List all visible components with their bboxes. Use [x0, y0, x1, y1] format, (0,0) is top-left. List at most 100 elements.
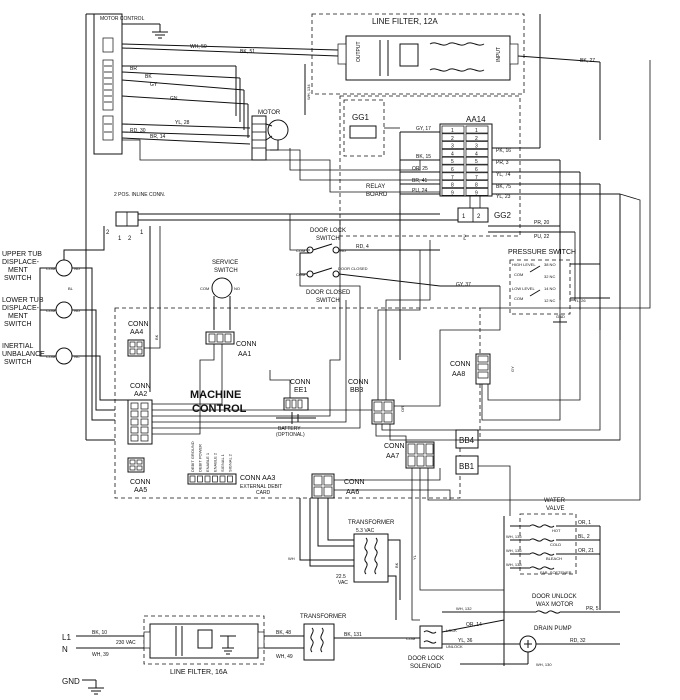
relay-row-label-right: 7	[475, 175, 478, 181]
relay-pin-left	[441, 133, 465, 142]
wire-label-vert-4: GY	[510, 366, 515, 372]
wire-rd4: RD, 4	[356, 244, 369, 250]
high-level-label: HIGH LEVEL	[512, 262, 536, 267]
gg2-label: GG2	[494, 211, 511, 220]
wire-pk16: PK, 16	[496, 148, 511, 154]
debit-pin	[212, 475, 218, 483]
aa2-pin	[130, 402, 139, 410]
door-closed-switch-label-2: SWITCH	[316, 298, 340, 304]
wire-bk75: BK, 75	[496, 184, 511, 190]
wire-bk51: BK, 51	[240, 49, 255, 55]
relay-row-label: 2	[451, 136, 454, 142]
conn-aa7-label-1: CONN	[384, 443, 405, 450]
aa2-pin	[130, 410, 139, 418]
relay-row-label-right: 8	[475, 183, 478, 189]
wire-label-vert-1: PU	[462, 234, 467, 240]
relay-row-label-right: 6	[475, 167, 478, 173]
water-valve-label-1: WATER	[544, 498, 566, 504]
door-lock-switch-label-1: DOOR LOCK	[310, 228, 346, 234]
door-lock-com: COM	[296, 248, 305, 253]
inertial-label-3: SWITCH	[4, 359, 32, 366]
door-lock-solenoid: LOCK UNLOCK COM DOOR LOCK SOLENOID	[406, 625, 463, 670]
conn-aa6-label-2: AA6	[346, 489, 359, 496]
ll-no: 14 NO	[544, 286, 556, 291]
mains-input: L1 N BK, 10 WH, 39 230 VAC	[62, 630, 144, 658]
wire-wh134: WH, 134	[306, 84, 311, 100]
gg1: GG1	[343, 99, 385, 157]
conn-ee1-label-1: CONN	[290, 379, 311, 386]
relay-row-label-right: 3	[475, 144, 478, 150]
relay-row-label-right: 2	[475, 136, 478, 142]
wire-gy: GY	[150, 82, 158, 88]
transformer-main: TRANSFORMER 5.3 VAC 22.5 VAC	[336, 520, 395, 586]
aa2-pin	[130, 434, 139, 442]
ground-symbol-top	[122, 23, 168, 39]
relay-row-label: 4	[451, 151, 454, 157]
solenoid-unlock: UNLOCK	[446, 644, 463, 649]
output-label: OUTPUT	[356, 41, 362, 62]
external-debit-label-2: CARD	[256, 490, 271, 496]
relay-row-label: 7	[451, 175, 454, 181]
wire-or1: OR, 1	[578, 520, 591, 526]
relay-pin-left	[441, 188, 465, 196]
conn-aa5-label-2: AA5	[134, 487, 147, 494]
upper-tub-switch: UPPER TUB DISPLACE- MENT SWITCH COM NO	[2, 251, 80, 282]
wire-label-vert-5: BK	[154, 334, 159, 340]
wire-label-vert-2: OR	[400, 406, 405, 412]
gg2-pin-2: 2	[477, 214, 481, 220]
debit-pin-label: SIGNAL 1	[220, 453, 225, 472]
vac-225-label-2: VAC	[338, 580, 348, 586]
wire-pu22: PU, 22	[534, 234, 550, 240]
conn-aa2-label-2: AA2	[134, 391, 147, 398]
gg2-pin-1: 1	[462, 214, 466, 220]
transformer-bottom-label: TRANSFORMER	[300, 614, 347, 620]
motor-control: MOTOR CONTROL	[93, 13, 145, 155]
water-valve-label-2: VALVE	[546, 506, 564, 512]
conn-bb3: CONN BB3	[348, 379, 395, 425]
wire-yl36: YL, 36	[458, 638, 473, 644]
line-filter-12a: LINE FILTER, 12A OUTPUT INPUT	[311, 13, 525, 95]
lower-tub-label-3: MENT	[8, 313, 29, 320]
wire-or14: OR, 14	[466, 622, 482, 628]
input-label: INPUT	[496, 47, 502, 62]
aa2-pin	[140, 402, 149, 410]
conn-aa4-label: CONN	[128, 321, 149, 328]
low-level-label: LOW LEVEL	[512, 286, 535, 291]
debit-pin-label: SIGNAL 2	[228, 453, 233, 472]
aa14-label: AA14	[466, 115, 486, 124]
hl-nc: 32 NC	[544, 274, 555, 279]
line-filter-12a-label: LINE FILTER, 12A	[372, 17, 438, 26]
conn-aa3-label: CONN AA3	[240, 475, 276, 482]
door-unlock-wax-motor: DOOR UNLOCK WAX MOTOR	[532, 594, 577, 614]
transformer-bottom: TRANSFORMER	[300, 614, 347, 661]
transformer-label: TRANSFORMER	[348, 520, 395, 526]
conn-aa2-pins	[130, 402, 149, 442]
inertial-label-2: UNBALANCE	[2, 351, 45, 358]
wire-bk10: BK, 10	[92, 630, 107, 636]
wire-wh50: WH, 50	[190, 44, 207, 50]
wire-bk: BK	[145, 74, 152, 80]
pressure-switch-label: PRESSURE SWITCH	[508, 249, 576, 256]
aa2-pin	[130, 426, 139, 434]
conn-aa1-label-2: AA1	[238, 351, 251, 358]
conn-aa4-label-2: AA4	[130, 329, 143, 336]
wire-yl23: YL, 23	[496, 194, 511, 200]
conn-aa7: CONN AA7	[384, 441, 435, 469]
wire-pr20: PR, 20	[534, 220, 550, 226]
inline-pin-1a: 1	[118, 236, 122, 242]
aa2-pin	[140, 426, 149, 434]
relay-board-label-2: BOARD	[366, 192, 388, 198]
relay-row-label: 6	[451, 167, 454, 173]
service-com: COM	[200, 286, 209, 291]
drain-pump: DRAIN PUMP	[519, 626, 572, 653]
aa2-pin	[140, 418, 149, 426]
relay-pin-left	[441, 149, 465, 157]
machine-control-label-2: CONTROL	[192, 403, 247, 415]
v230-label: 230 VAC	[116, 640, 136, 646]
bleach-label: BLEACH	[546, 556, 562, 561]
inertial-switch: INERTIAL UNBALANCE SWITCH COM NC	[2, 343, 80, 366]
conn-aa2-label: CONN	[130, 383, 151, 390]
conn-bb3-label-1: CONN	[348, 379, 369, 386]
relay-pin-left	[441, 172, 465, 181]
bb4: BB4	[455, 429, 479, 449]
